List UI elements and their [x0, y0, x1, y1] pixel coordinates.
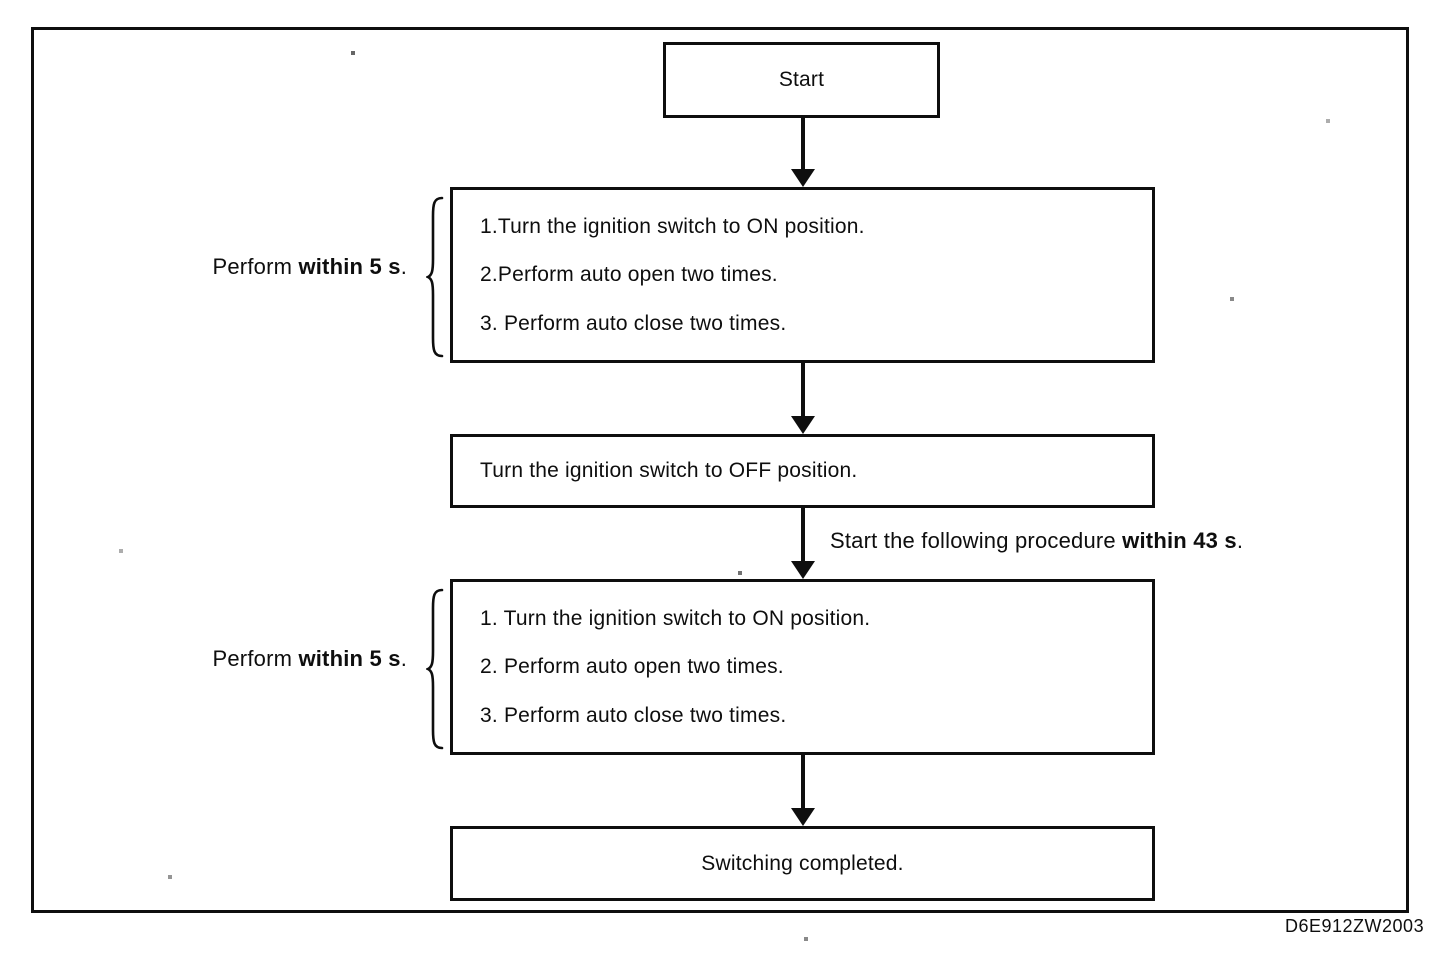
flowchart-node-procedure-1: 1.Turn the ignition switch to ON positio…	[450, 187, 1155, 363]
procedure-step-list: 1. Turn the ignition switch to ON positi…	[453, 582, 1152, 752]
flowchart-node-ignition-off: Turn the ignition switch to OFF position…	[450, 434, 1155, 508]
arrow-down-icon	[791, 169, 815, 187]
flowchart-node-switching-completed: Switching completed.	[450, 826, 1155, 901]
arrow-stem	[801, 755, 805, 809]
arrow-stem	[801, 118, 805, 170]
procedure-step: 3. Perform auto close two times.	[480, 311, 787, 335]
annotation-text: .	[1236, 528, 1244, 553]
curly-brace-icon	[426, 196, 444, 358]
annotation-bold-text: within 5 s	[298, 254, 401, 279]
arrow-stem	[801, 508, 805, 562]
arrow-down-icon	[791, 561, 815, 579]
procedure-step: 3. Perform auto close two times.	[480, 703, 787, 727]
start-label: Start	[778, 68, 825, 91]
procedure-step: 1.Turn the ignition switch to ON positio…	[480, 214, 865, 238]
annotation-start-following-procedure: Start the following procedure within 43 …	[830, 528, 1243, 554]
arrow-down-icon	[791, 416, 815, 434]
annotation-bold-text: within 43 s	[1122, 528, 1237, 553]
procedure-step: 2. Perform auto open two times.	[480, 655, 784, 678]
annotation-bold-text: within 5 s	[298, 646, 401, 671]
procedure-step: 1. Turn the ignition switch to ON positi…	[480, 606, 871, 630]
arrow-down-icon	[791, 808, 815, 826]
annotation-text: Start the following procedure	[830, 528, 1123, 553]
curly-brace-icon	[426, 588, 444, 750]
arrow-stem	[801, 363, 805, 417]
procedure-step: 2.Perform auto open two times.	[480, 263, 778, 286]
annotation-text: .	[400, 646, 407, 671]
annotation-perform-within-1: Perform within 5 s.	[150, 254, 407, 280]
figure-code: D6E912ZW2003	[1285, 916, 1425, 936]
scan-noise	[0, 0, 2, 2]
flowchart-node-start: Start	[663, 42, 940, 118]
annotation-perform-within-2: Perform within 5 s.	[150, 646, 407, 672]
annotation-text: Perform	[212, 646, 299, 671]
ignition-off-label: Turn the ignition switch to OFF position…	[480, 459, 858, 482]
flowchart-node-procedure-2: 1. Turn the ignition switch to ON positi…	[450, 579, 1155, 755]
diagram-border	[31, 27, 1409, 913]
annotation-text: Perform	[212, 254, 299, 279]
switching-completed-label: Switching completed.	[701, 851, 904, 875]
annotation-text: .	[400, 254, 407, 279]
procedure-step-list: 1.Turn the ignition switch to ON positio…	[453, 190, 1152, 360]
